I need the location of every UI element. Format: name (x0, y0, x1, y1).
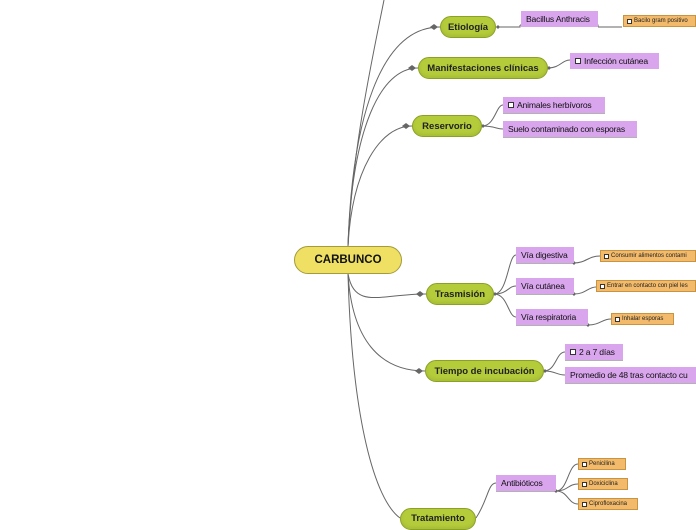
subtopic-via-respiratoria[interactable]: Vía respiratoria (516, 309, 588, 325)
topic-label: Manifestaciones clínicas (427, 62, 539, 74)
topic-tratamiento[interactable]: Tratamiento (400, 508, 476, 530)
subtopic-label: Infección cutánea (584, 56, 648, 66)
note-label: Bacilo gram positivo (634, 18, 688, 24)
subtopic-via-cutanea[interactable]: Vía cutánea (516, 278, 574, 294)
note-bacilo-gram-positivo[interactable]: Bacilo gram positivo (623, 15, 696, 27)
checkbox-icon (600, 283, 605, 289)
checkbox-icon (570, 349, 576, 355)
subtopic-via-digestiva[interactable]: Vía digestiva (516, 247, 574, 263)
checkbox-icon (615, 316, 620, 322)
checkbox-icon (508, 102, 514, 108)
checkbox-icon (575, 58, 581, 64)
note-label: Inhalar esporas (622, 316, 664, 322)
topic-label: Etiología (447, 21, 489, 33)
subtopic-promedio-48[interactable]: Promedio de 48 tras contacto cu (565, 367, 696, 383)
note-label: Penicilina (589, 461, 615, 467)
topic-manifestaciones-clinicas[interactable]: Manifestaciones clínicas (418, 57, 548, 79)
subtopic-antibioticos[interactable]: Antibióticos (496, 475, 556, 491)
topic-label: Tratamiento (411, 513, 465, 524)
note-label: Doxiciclina (589, 481, 618, 487)
note-label: Consumir alimentos contami (611, 253, 687, 259)
subtopic-infeccion-cutanea[interactable]: Infección cutánea (570, 53, 659, 69)
topic-etiologia[interactable]: Etiología (440, 16, 496, 38)
subtopic-2-a-7-dias[interactable]: 2 a 7 días (565, 344, 623, 360)
subtopic-bacillus-anthracis[interactable]: Bacillus Anthracis (521, 11, 598, 27)
topic-trasmision[interactable]: Trasmisión (426, 283, 494, 305)
note-label: Entrar en contacto con piel les (607, 283, 688, 289)
topic-label: Reservorio (422, 120, 472, 132)
note-label: Ciprofloxacina (589, 501, 628, 507)
note-ciprofloxacina[interactable]: Ciprofloxacina (578, 498, 638, 510)
subtopic-label: Antibióticos (501, 478, 543, 488)
checkbox-icon (604, 253, 609, 259)
subtopic-label: Vía digestiva (521, 250, 568, 260)
subtopic-label: 2 a 7 días (579, 347, 615, 357)
note-entrar-en-contacto[interactable]: Entrar en contacto con piel les (596, 280, 696, 292)
checkbox-icon (582, 461, 587, 467)
subtopic-label: Suelo contaminado con esporas (508, 124, 625, 134)
central-topic-carbunco[interactable]: CARBUNCO (294, 246, 402, 274)
note-consumir-alimentos[interactable]: Consumir alimentos contami (600, 250, 696, 262)
note-doxiciclina[interactable]: Doxiciclina (578, 478, 628, 490)
topic-label: Trasmisión (434, 288, 486, 300)
note-penicilina[interactable]: Penicilina (578, 458, 626, 470)
topic-tiempo-de-incubacion[interactable]: Tiempo de incubación (425, 360, 544, 382)
topic-reservorio[interactable]: Reservorio (412, 115, 482, 137)
subtopic-label: Vía respiratoria (521, 312, 577, 322)
topic-label: Tiempo de incubación (434, 365, 535, 377)
subtopic-label: Animales herbívoros (517, 100, 592, 110)
checkbox-icon (627, 18, 632, 24)
subtopic-suelo-contaminado[interactable]: Suelo contaminado con esporas (503, 121, 637, 137)
checkbox-icon (582, 501, 587, 507)
central-topic-label: CARBUNCO (314, 254, 382, 266)
subtopic-animales-herbivoros[interactable]: Animales herbívoros (503, 97, 605, 113)
subtopic-label: Vía cutánea (521, 281, 565, 291)
note-inhalar-esporas[interactable]: Inhalar esporas (611, 313, 674, 325)
subtopic-label: Promedio de 48 tras contacto cu (570, 370, 688, 380)
subtopic-label: Bacillus Anthracis (526, 14, 590, 24)
checkbox-icon (582, 481, 587, 487)
